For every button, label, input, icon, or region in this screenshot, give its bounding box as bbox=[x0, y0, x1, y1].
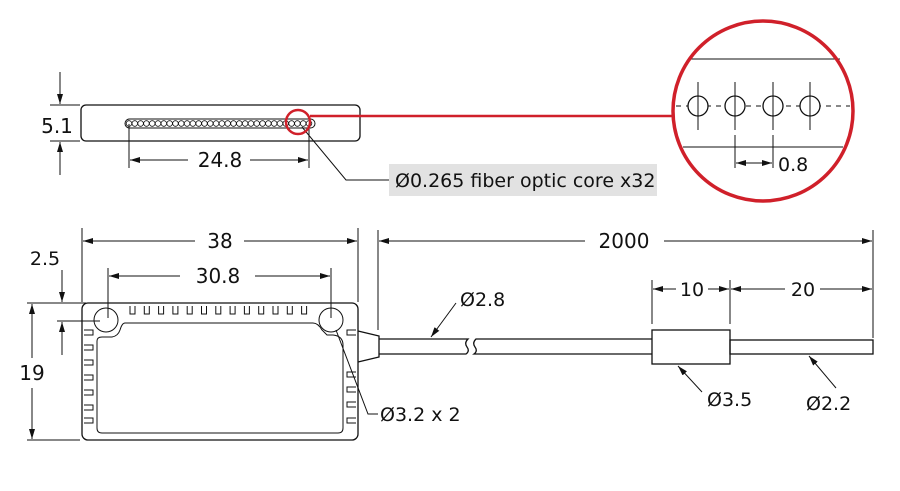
side-fin-right bbox=[346, 401, 356, 408]
fiber-core bbox=[224, 120, 231, 127]
fiber-core bbox=[265, 120, 272, 127]
mount-hole-left bbox=[93, 307, 119, 333]
front-view: 38 30.8 2.5 19 Ø3.2 x 2 bbox=[19, 228, 461, 441]
top-fin bbox=[258, 306, 265, 315]
hole-spacing-dim: 30.8 bbox=[196, 264, 241, 288]
width-dim: 38 bbox=[207, 229, 232, 253]
detail-circle bbox=[671, 19, 855, 203]
cable-sleeve bbox=[651, 329, 731, 365]
hole-label: Ø3.2 x 2 bbox=[380, 404, 461, 426]
top-fin bbox=[301, 306, 308, 315]
cable-tip bbox=[729, 339, 874, 355]
cable-diameter-label: Ø2.8 bbox=[460, 289, 505, 311]
fiber-core bbox=[276, 120, 284, 127]
fiber-core bbox=[178, 120, 185, 127]
top-fin bbox=[272, 306, 279, 315]
fiber-core bbox=[183, 120, 191, 127]
cable-segment-left bbox=[379, 338, 470, 355]
side-fin-left bbox=[84, 404, 94, 411]
fiber-cores bbox=[125, 120, 313, 127]
fiber-core bbox=[299, 120, 307, 127]
fiber-core bbox=[143, 120, 150, 127]
top-fin bbox=[186, 306, 193, 315]
fiber-core bbox=[230, 120, 237, 127]
front-inner-recess bbox=[96, 322, 344, 434]
fiber-core bbox=[166, 120, 173, 127]
fiber-core bbox=[172, 120, 179, 127]
side-fin-left bbox=[84, 374, 94, 381]
side-fin-right bbox=[346, 329, 356, 336]
detail-view: 0.8 bbox=[671, 19, 855, 203]
top-body-outline bbox=[80, 104, 361, 142]
cooling-fins bbox=[84, 306, 356, 424]
top-view: 5.1 24.8 Ø0.265 fiber optic core x32 bbox=[41, 72, 672, 196]
fiber-core bbox=[288, 120, 295, 127]
tip-length-dim: 20 bbox=[791, 279, 815, 301]
height-dim-front: 19 bbox=[19, 361, 44, 385]
sleeve-length-dim: 10 bbox=[680, 279, 704, 301]
array-width-dim: 24.8 bbox=[198, 148, 243, 172]
callout-box bbox=[389, 164, 657, 196]
side-fin-left bbox=[84, 359, 94, 366]
height-dim-top: 5.1 bbox=[41, 114, 73, 138]
top-fin bbox=[129, 306, 136, 315]
fiber-core bbox=[131, 120, 139, 127]
top-fin bbox=[215, 306, 222, 315]
fiber-core bbox=[294, 120, 301, 127]
sleeve-diameter-label: Ø3.5 bbox=[707, 389, 752, 411]
fiber-core bbox=[207, 120, 214, 127]
top-fin bbox=[243, 306, 250, 315]
fiber-core bbox=[218, 120, 226, 127]
top-fin bbox=[172, 306, 179, 315]
cable-strain-relief bbox=[357, 330, 380, 363]
detail-cores bbox=[687, 82, 821, 130]
fiber-core bbox=[149, 120, 156, 127]
cable-segment-right bbox=[472, 338, 652, 355]
top-fin bbox=[286, 306, 293, 315]
cable-length-dim: 2000 bbox=[599, 229, 650, 253]
fiber-core bbox=[241, 120, 249, 127]
tip-diameter-label: Ø2.2 bbox=[806, 393, 851, 415]
side-fin-left bbox=[84, 389, 94, 396]
top-fin bbox=[229, 306, 236, 315]
fiber-core bbox=[189, 120, 197, 127]
fiber-core bbox=[154, 120, 162, 127]
fiber-core bbox=[137, 120, 144, 127]
fiber-core bbox=[247, 120, 255, 127]
highlight-circle bbox=[284, 108, 312, 136]
fiber-core bbox=[212, 120, 220, 127]
side-fin-left bbox=[84, 417, 94, 424]
top-fin bbox=[158, 306, 165, 315]
fiber-callout-label: Ø0.265 fiber optic core x32 bbox=[395, 170, 655, 192]
side-fin-left bbox=[84, 344, 94, 351]
fiber-core bbox=[270, 120, 278, 127]
side-fin-left bbox=[84, 329, 94, 336]
cable-view: 2000 10 20 Ø2.8 Ø3.5 Ø2.2 bbox=[357, 229, 874, 415]
fiber-core bbox=[236, 120, 243, 127]
fiber-core bbox=[259, 120, 266, 127]
fiber-array bbox=[124, 118, 316, 129]
top-fin bbox=[201, 306, 207, 315]
side-fin-right bbox=[346, 417, 356, 424]
fiber-core bbox=[160, 120, 168, 127]
top-fin bbox=[143, 306, 150, 315]
pitch-dim: 0.8 bbox=[778, 154, 808, 176]
fiber-core bbox=[253, 120, 260, 127]
fiber-core bbox=[195, 120, 202, 127]
hole-offset-dim: 2.5 bbox=[30, 248, 60, 270]
side-fin-right bbox=[346, 371, 356, 378]
side-fin-right bbox=[346, 386, 356, 393]
front-body-outline bbox=[81, 302, 359, 441]
fiber-core bbox=[201, 120, 208, 127]
